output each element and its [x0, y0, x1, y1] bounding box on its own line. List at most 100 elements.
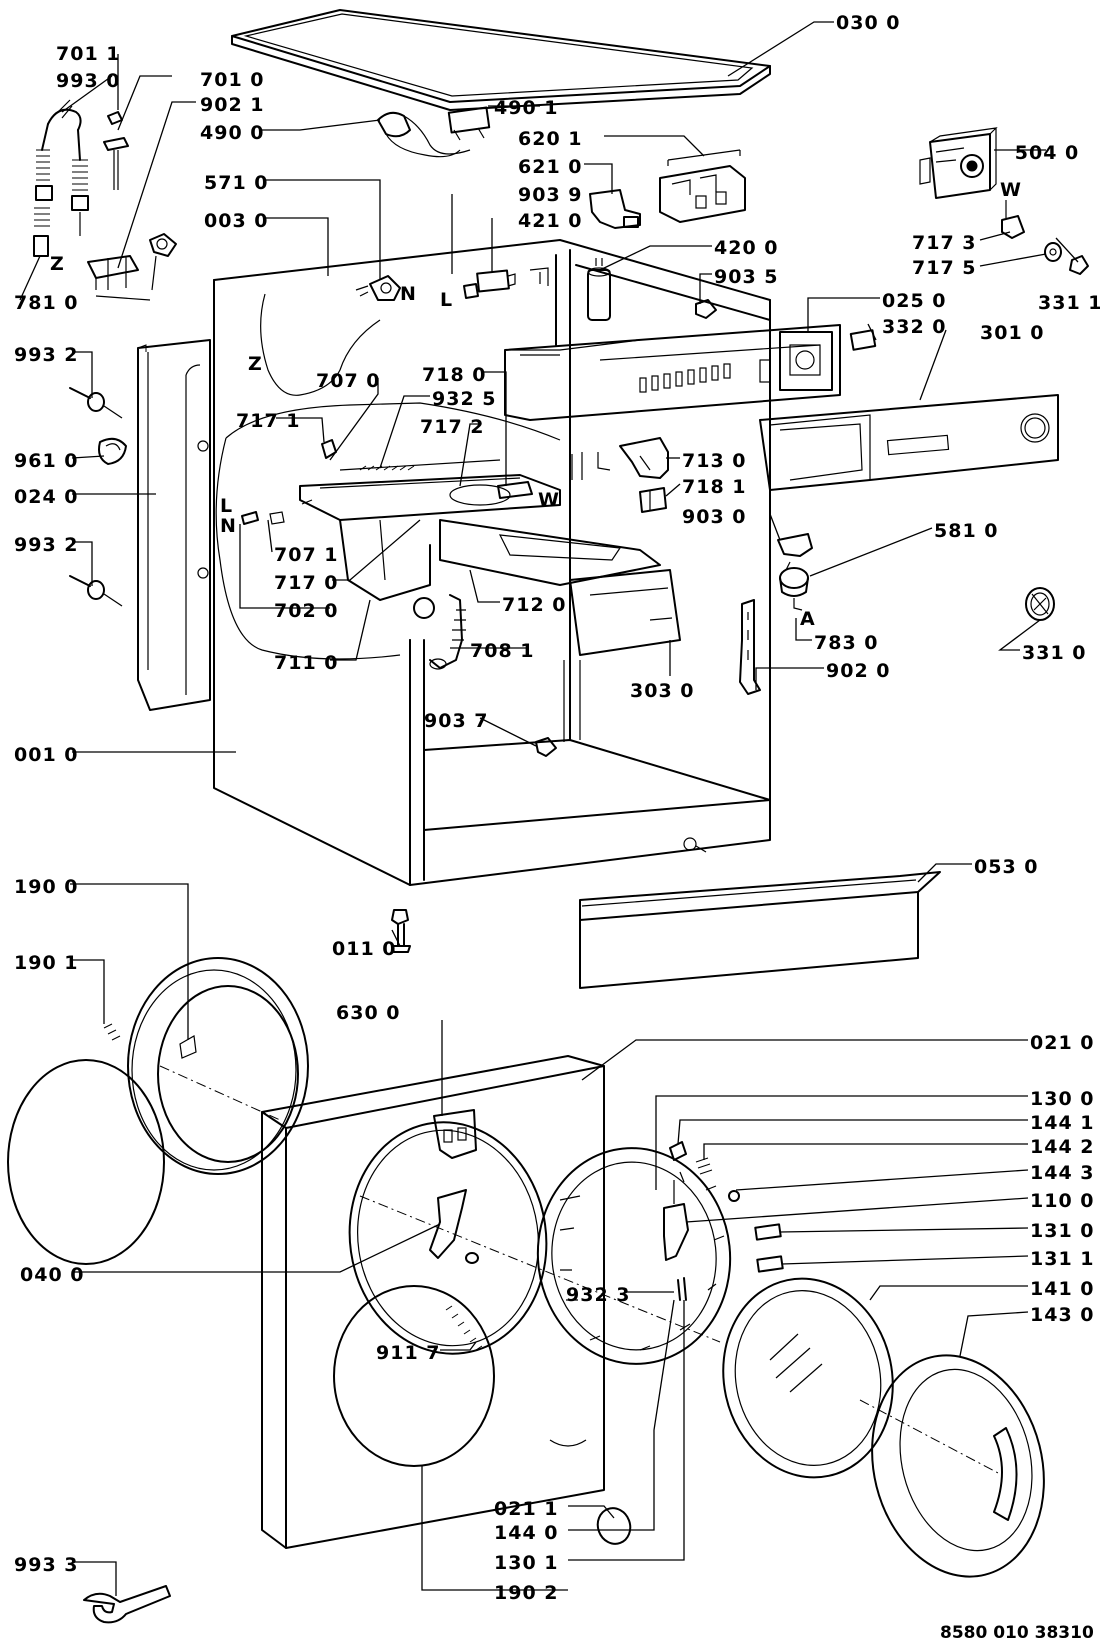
upper-cabinet-parts	[463, 258, 717, 321]
marker-w-timer: W	[1000, 179, 1022, 201]
label-144-1: 144 1	[1030, 1112, 1095, 1134]
label-630-0: 630 0	[336, 1002, 401, 1024]
label-144-2: 144 2	[1030, 1136, 1095, 1158]
label-707-1: 707 1	[274, 544, 339, 566]
label-911-7: 911 7	[376, 1342, 441, 1364]
label-717-2: 717 2	[420, 416, 485, 438]
detergent-dispenser	[299, 459, 681, 670]
valve-bracket	[87, 233, 177, 301]
label-902-1: 902 1	[200, 94, 265, 116]
control-fascia	[759, 394, 1059, 491]
label-702-0: 702 0	[274, 600, 339, 622]
top-panel	[231, 9, 771, 111]
letter-markers: Z Z N L W W L N A	[50, 179, 1022, 630]
label-717-1: 717 1	[236, 410, 301, 432]
label-717-0: 717 0	[274, 572, 339, 594]
z-curve	[260, 293, 381, 396]
label-713-0: 713 0	[682, 450, 747, 472]
door-outer-ring	[722, 1277, 894, 1479]
label-903-7: 903 7	[424, 710, 489, 732]
leader-lines	[19, 21, 1079, 1596]
label-141-0: 141 0	[1030, 1278, 1095, 1300]
label-131-0: 131 0	[1030, 1220, 1095, 1242]
label-718-0: 718 0	[422, 364, 487, 386]
label-961-0: 961 0	[14, 450, 79, 472]
door-glass-disk	[333, 1285, 495, 1467]
label-571-0: 571 0	[204, 172, 269, 194]
label-718-1: 718 1	[682, 476, 747, 498]
label-130-0: 130 0	[1030, 1088, 1095, 1110]
side-rail	[739, 599, 761, 695]
label-932-5: 932 5	[432, 388, 497, 410]
label-783-0: 783 0	[814, 632, 879, 654]
label-902-0: 902 0	[826, 660, 891, 682]
part-903-clip	[777, 533, 813, 557]
door-axis	[159, 1065, 1001, 1475]
label-993-0: 993 0	[56, 70, 121, 92]
drawing-code: 8580 010 38310	[940, 1623, 1094, 1643]
cabinet-body	[213, 239, 771, 886]
cable-harness	[377, 106, 491, 158]
label-420-0: 420 0	[714, 237, 779, 259]
bracket-621	[589, 189, 641, 229]
label-621-0: 621 0	[518, 156, 583, 178]
marker-l-top: L	[440, 289, 453, 311]
label-993-2-b: 993 2	[14, 534, 79, 556]
label-331-1: 331 1	[1038, 292, 1100, 314]
marker-w-dispenser: W	[538, 489, 560, 511]
label-701-1: 701 1	[56, 43, 121, 65]
wrench-tool	[83, 1585, 171, 1624]
knob-331	[1025, 587, 1055, 621]
subassembly-outline	[215, 402, 561, 660]
label-708-1: 708 1	[470, 640, 535, 662]
door-guide-131-1	[756, 1255, 784, 1273]
inner-door-frame	[536, 1147, 732, 1365]
label-144-3: 144 3	[1030, 1162, 1095, 1184]
label-331-0: 331 0	[1022, 642, 1087, 664]
label-620-1: 620 1	[518, 128, 583, 150]
door-trim-ring	[871, 1354, 1045, 1578]
label-707-0: 707 0	[316, 370, 381, 392]
label-711-0: 711 0	[274, 652, 339, 674]
part-903-7	[535, 737, 557, 757]
door-handle	[429, 1189, 467, 1259]
label-903-9: 903 9	[518, 184, 583, 206]
part-571-valve	[355, 275, 401, 301]
label-701-0: 701 0	[200, 69, 265, 91]
marker-z-cabinet: Z	[248, 353, 263, 375]
label-781-0: 781 0	[14, 292, 79, 314]
small-hardware-right	[1001, 200, 1089, 275]
label-040-0: 040 0	[20, 1264, 85, 1286]
marker-a: A	[800, 608, 816, 630]
marker-n-mid: N	[220, 515, 237, 537]
label-903-5: 903 5	[714, 266, 779, 288]
control-panel-frame	[504, 324, 841, 421]
label-030-0: 030 0	[836, 12, 901, 34]
label-025-0: 025 0	[882, 290, 947, 312]
left-hardware	[69, 387, 127, 607]
label-717-3: 717 3	[912, 232, 977, 254]
front-panel	[261, 1055, 605, 1549]
inlet-hose-assembly	[33, 99, 129, 257]
door-guide-131-0	[754, 1223, 782, 1241]
label-190-2: 190 2	[494, 1582, 559, 1604]
hinge-spring	[445, 1305, 483, 1351]
label-421-0: 421 0	[518, 210, 583, 232]
label-024-0: 024 0	[14, 486, 79, 508]
left-side-panel	[137, 339, 211, 711]
pressure-switch	[779, 561, 809, 611]
relay-board	[659, 149, 746, 223]
marker-z-hose: Z	[50, 253, 65, 275]
label-131-1: 131 1	[1030, 1248, 1095, 1270]
label-303-0: 303 0	[630, 680, 695, 702]
label-110-0: 110 0	[1030, 1190, 1095, 1212]
label-490-0: 490 0	[200, 122, 265, 144]
label-021-1: 021 1	[494, 1498, 559, 1520]
marker-l-mid: L	[220, 495, 233, 517]
label-001-0: 001 0	[14, 744, 79, 766]
label-504-0: 504 0	[1015, 142, 1080, 164]
label-130-1: 130 1	[494, 1552, 559, 1574]
door-lock	[433, 1109, 477, 1159]
timer-module	[919, 127, 998, 199]
part-332-block	[849, 329, 877, 351]
